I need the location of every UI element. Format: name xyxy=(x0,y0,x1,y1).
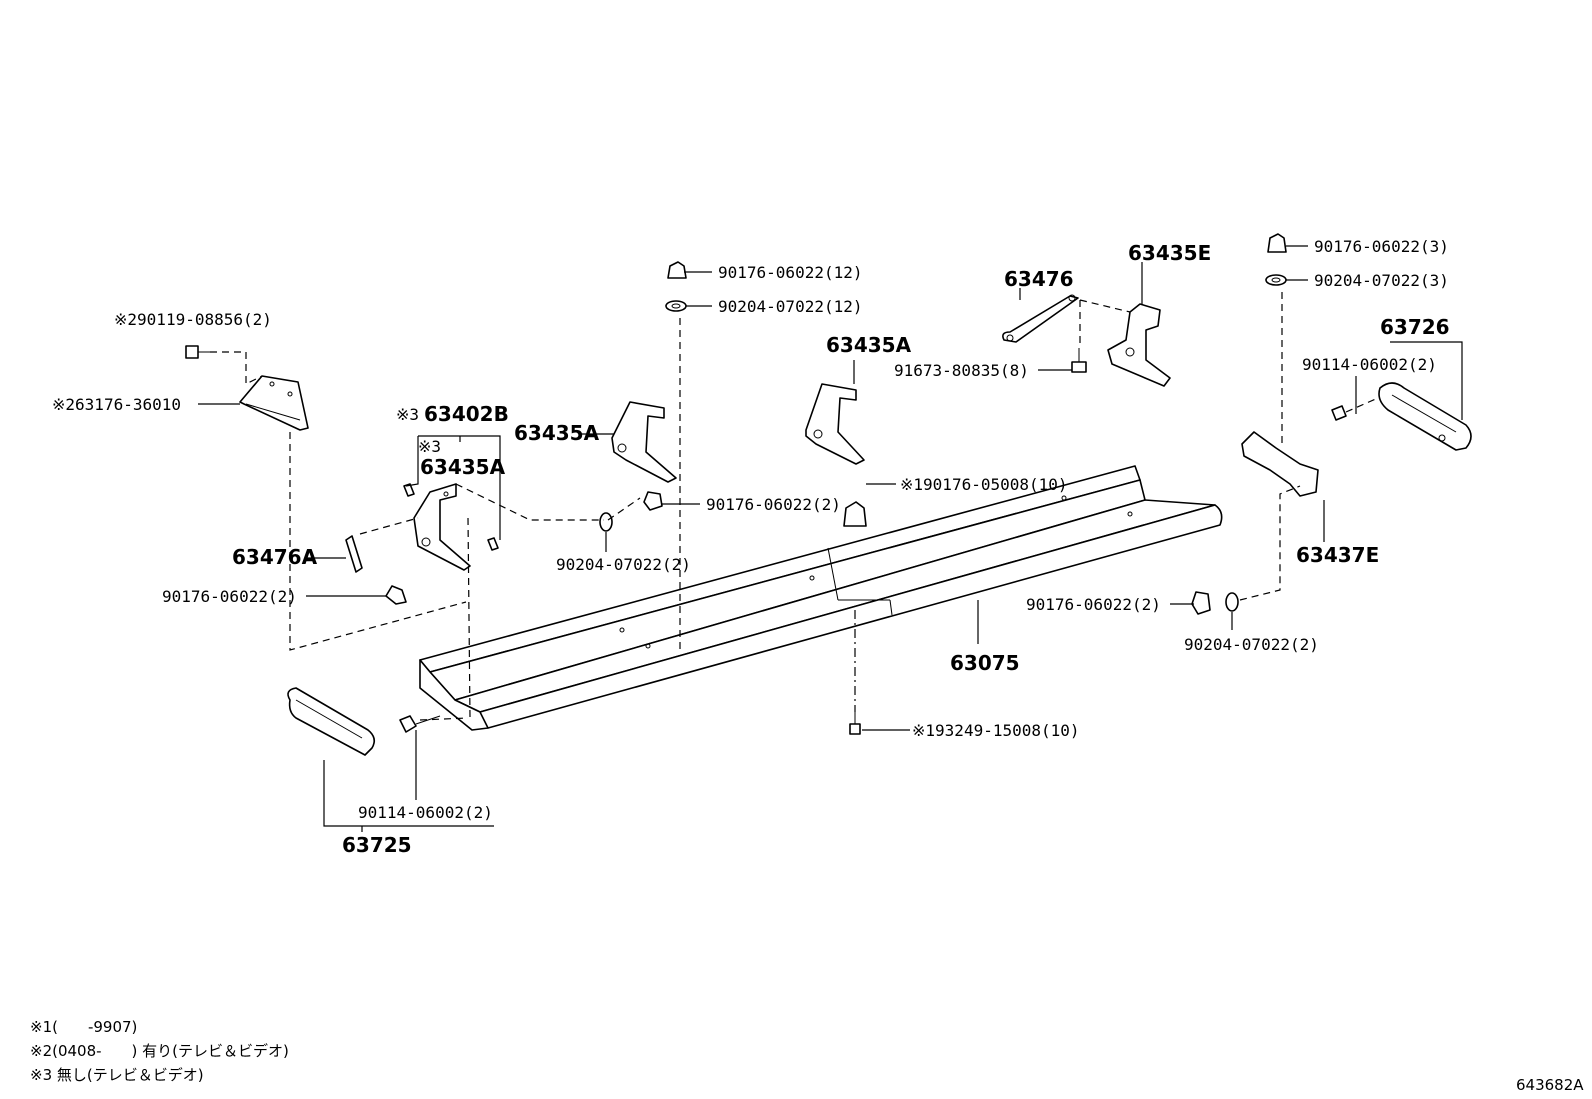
label-63176-36010: ※263176-36010 xyxy=(52,395,181,414)
footnote-2: ※2(0408- ) 有り(テレビ＆ビデオ) xyxy=(30,1042,289,1060)
washer-90204-07022-right xyxy=(1225,592,1239,612)
label-90204-07022-2-mid: 90204-07022(2) xyxy=(556,555,691,574)
label-90176-06022-2-right: 90176-06022(2) xyxy=(1026,595,1161,614)
label-63435A-center: 63435A xyxy=(826,333,912,357)
nut-90176-06022-right xyxy=(1191,591,1211,615)
end-cap-63726 xyxy=(1378,382,1472,451)
label-63476: 63476 xyxy=(1004,267,1074,291)
footnote-1: ※1( -9907) xyxy=(30,1018,137,1036)
bar-63476A xyxy=(345,535,363,573)
label-63435A-mid: 63435A xyxy=(514,421,600,445)
label-90114-06002-2-left: 90114-06002(2) xyxy=(358,803,493,822)
label-63402B: 63402B xyxy=(424,402,509,426)
end-cap-63725 xyxy=(287,687,376,756)
clip-90114-left xyxy=(399,715,441,733)
step-board-63075 xyxy=(419,465,1223,731)
bracket-63435E xyxy=(1107,303,1171,387)
diagram-id: 643682A xyxy=(1516,1076,1584,1094)
bolt-90119-08856 xyxy=(185,345,210,359)
assembly-lines xyxy=(210,292,1379,721)
washer-90204-07022-3 xyxy=(1265,274,1287,286)
nut-90176-06022-left xyxy=(385,585,407,605)
label-63725: 63725 xyxy=(342,833,412,857)
bracket-63176-36010 xyxy=(239,375,309,431)
label-90176-06022-12: 90176-06022(12) xyxy=(718,263,863,282)
washer-90204-07022-12 xyxy=(665,300,687,312)
nut-90176-06022-mid xyxy=(643,491,663,511)
nut-90176-05008 xyxy=(843,501,867,527)
clip-63402B-a xyxy=(403,483,415,497)
clip-63402B-b xyxy=(487,537,499,551)
label-90204-07022-3: 90204-07022(3) xyxy=(1314,271,1449,290)
label-63437E: 63437E xyxy=(1296,543,1379,567)
label-90204-07022-12: 90204-07022(12) xyxy=(718,297,863,316)
label-63435A-left: 63435A xyxy=(420,455,506,479)
screw-93249-15008 xyxy=(849,712,861,735)
label-63435E: 63435E xyxy=(1128,241,1211,265)
bracket-63435A-left xyxy=(413,483,471,571)
bolt-91673-80835 xyxy=(1071,348,1087,373)
footnote-3: ※3 無し(テレビ＆ビデオ) xyxy=(30,1066,204,1084)
bar-63476 xyxy=(1002,294,1079,343)
label-63435A-note: ※3 xyxy=(418,437,441,456)
leader-lines xyxy=(198,245,1463,832)
washer-90204-07022-mid xyxy=(599,512,613,532)
label-90204-07022-2-right: 90204-07022(2) xyxy=(1184,635,1319,654)
label-63402B-note: ※3 xyxy=(396,405,419,424)
label-90114-06002-2-right: 90114-06002(2) xyxy=(1302,355,1437,374)
label-90176-06022-2-left: 90176-06022(2) xyxy=(162,587,297,606)
clip-90114-right xyxy=(1331,405,1347,421)
label-93249-15008: ※193249-15008(10) xyxy=(912,721,1080,740)
label-63075: 63075 xyxy=(950,651,1020,675)
label-90119-08856: ※290119-08856(2) xyxy=(114,310,272,329)
bracket-63435A-center xyxy=(805,383,865,465)
label-63726: 63726 xyxy=(1380,315,1450,339)
bracket-63437E xyxy=(1241,431,1319,497)
label-63476A: 63476A xyxy=(232,545,318,569)
bracket-63435A-mid xyxy=(611,401,677,483)
label-90176-06022-3: 90176-06022(3) xyxy=(1314,237,1449,256)
label-91673-80835: 91673-80835(8) xyxy=(894,361,1029,380)
nut-90176-06022-12 xyxy=(667,261,687,279)
label-90176-05008: ※190176-05008(10) xyxy=(900,475,1068,494)
label-90176-06022-2-mid: 90176-06022(2) xyxy=(706,495,841,514)
nut-90176-06022-3 xyxy=(1267,233,1287,253)
